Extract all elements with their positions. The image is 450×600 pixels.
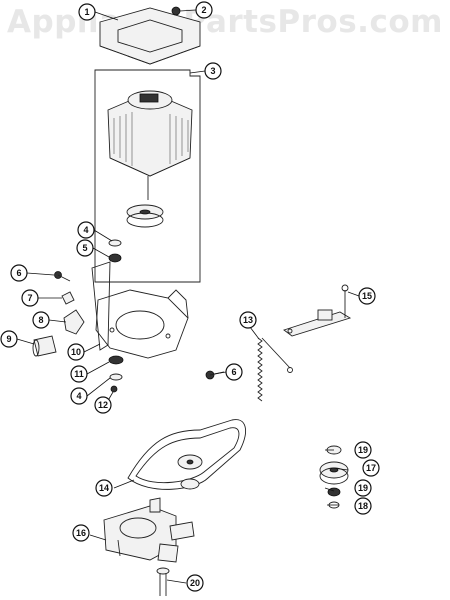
leader-lines <box>16 9 360 584</box>
nut-part[interactable] <box>110 385 118 393</box>
svg-text:6: 6 <box>231 367 236 377</box>
svg-text:6: 6 <box>16 268 21 278</box>
motor-cover-part[interactable] <box>99 7 201 65</box>
svg-text:4: 4 <box>83 225 88 235</box>
callout-3: 3 <box>204 62 222 80</box>
svg-text:20: 20 <box>190 578 200 588</box>
callout-11: 11 <box>70 365 88 383</box>
belt-guard-part[interactable] <box>63 309 85 335</box>
svg-text:7: 7 <box>27 293 32 303</box>
svg-text:11: 11 <box>74 369 84 379</box>
callout-8: 8 <box>32 311 50 329</box>
callout-15: 15 <box>358 287 376 305</box>
callout-4-lower: 4 <box>70 387 88 405</box>
tension-spring-part[interactable] <box>257 337 293 402</box>
lower-washer-part[interactable] <box>109 373 123 381</box>
callout-19-upper: 19 <box>354 441 372 459</box>
callout-12: 12 <box>94 396 112 414</box>
callout-10: 10 <box>67 343 85 361</box>
capacitor-part[interactable] <box>32 335 57 357</box>
callout-7: 7 <box>21 289 39 307</box>
svg-text:13: 13 <box>243 315 253 325</box>
callout-6-left: 6 <box>10 264 28 282</box>
svg-text:3: 3 <box>210 66 215 76</box>
clip-part[interactable] <box>61 291 75 305</box>
svg-text:14: 14 <box>99 483 109 493</box>
callout-6-right: 6 <box>225 363 243 381</box>
callout-20: 20 <box>186 574 204 592</box>
callout-17: 17 <box>362 459 380 477</box>
svg-text:19: 19 <box>358 483 368 493</box>
svg-text:10: 10 <box>71 347 81 357</box>
svg-text:1: 1 <box>84 7 89 17</box>
svg-text:4: 4 <box>76 391 81 401</box>
water-pump-part[interactable] <box>103 497 195 563</box>
screw-part[interactable] <box>54 271 71 282</box>
svg-text:17: 17 <box>366 463 376 473</box>
svg-text:18: 18 <box>358 501 368 511</box>
svg-text:12: 12 <box>98 400 108 410</box>
callout-19-lower: 19 <box>354 479 372 497</box>
svg-text:19: 19 <box>358 445 368 455</box>
idler-arm-part[interactable] <box>283 284 352 337</box>
cover-screw-part[interactable] <box>171 6 181 16</box>
callout-16: 16 <box>72 524 90 542</box>
callout-9: 9 <box>0 330 18 348</box>
svg-text:8: 8 <box>38 315 43 325</box>
callout-18: 18 <box>354 497 372 515</box>
callout-2: 2 <box>195 1 213 19</box>
callout-4-upper: 4 <box>77 221 95 239</box>
svg-text:15: 15 <box>362 291 372 301</box>
callout-14: 14 <box>95 479 113 497</box>
svg-text:16: 16 <box>76 528 86 538</box>
svg-text:5: 5 <box>82 243 87 253</box>
svg-text:9: 9 <box>6 334 11 344</box>
mount-screw-part[interactable] <box>205 370 225 380</box>
motor-mount-bracket-part[interactable] <box>91 261 189 359</box>
svg-text:2: 2 <box>201 5 206 15</box>
drive-belt-part[interactable] <box>127 419 247 490</box>
pump-pulley-part[interactable] <box>177 454 203 490</box>
washer-part[interactable] <box>108 239 122 247</box>
callout-5: 5 <box>76 239 94 257</box>
drive-pulley-part[interactable] <box>319 461 349 485</box>
callout-1: 1 <box>78 3 96 21</box>
drive-motor-part[interactable] <box>94 69 201 283</box>
callout-13: 13 <box>239 311 257 329</box>
grommet-part[interactable] <box>108 355 124 365</box>
pump-bolt-part[interactable] <box>156 567 170 596</box>
bushing-part[interactable] <box>108 253 122 263</box>
